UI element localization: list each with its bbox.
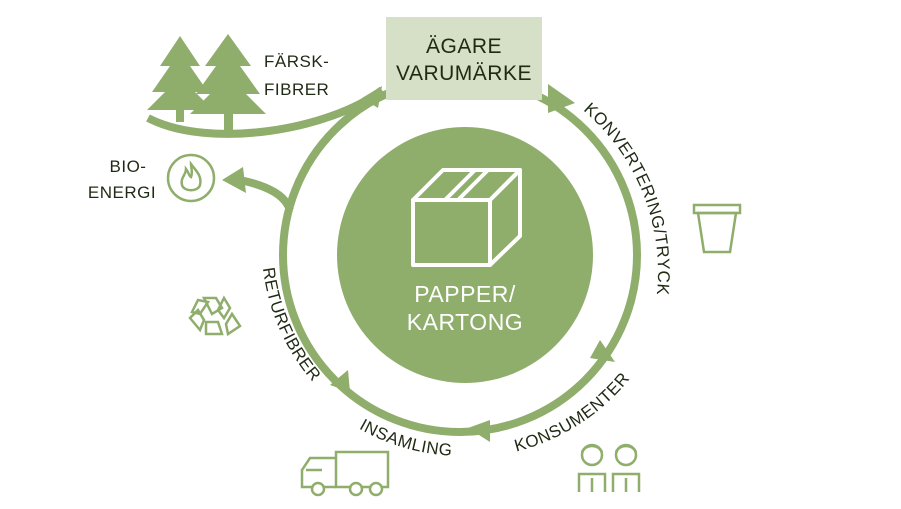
recycle-icon [188,295,242,337]
truck-icon [300,450,390,497]
owner-label-line2: VARUMÄRKE [396,62,532,85]
center-label-line1: PAPPER/ [414,281,516,307]
bio-energy-flow [239,176,294,212]
fire-icon [166,153,216,203]
bio-energy-label-line1: BIO- [110,157,147,176]
center-disk [337,127,593,383]
arrow-to-collection [468,420,490,442]
arrow-to-consumers [590,340,615,362]
tree-icon [147,34,266,130]
box-icon [411,168,522,267]
returned-fibers-label: RETURFIBRER [259,266,325,385]
arrow-to-returned [330,370,350,392]
cup-icon [692,203,742,254]
fresh-fibers-label-line1: FÄRSK- [264,52,329,71]
arrow-to-bio-energy [222,167,246,193]
consumers-icon [577,443,641,492]
arrow-to-converting [548,84,575,113]
center-label-line2: KARTONG [407,309,523,335]
fresh-fiber-flow [146,86,385,138]
fresh-fibers-label-line2: FIBRER [264,80,329,99]
consumers-label: KONSUMENTER [512,369,633,456]
owner-box [386,17,542,100]
bio-energy-label-line2: ENERGI [88,183,156,202]
owner-label-line1: ÄGARE [426,35,502,58]
